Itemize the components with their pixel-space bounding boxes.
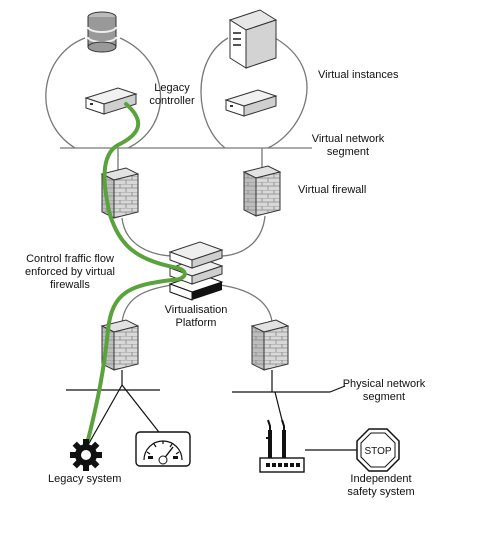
platform-to-lower-right <box>219 284 273 323</box>
virtual-instances-label: Virtual instances <box>318 69 399 81</box>
database-icon <box>87 11 117 53</box>
server-icon <box>228 9 278 69</box>
virtual-firewall-label: Virtual firewall <box>298 184 367 196</box>
stop-sign-text: STOP <box>364 446 391 457</box>
virtual-network-segment-label: Virtual network segment <box>311 133 385 158</box>
right-instance-arc-right <box>267 37 308 149</box>
physical-segment-leader <box>329 385 346 393</box>
virtualisation-platform-label: Virtualisation Platform <box>164 304 228 329</box>
control-traffic-label: Control fraffic flow enforced by virtual… <box>25 253 115 291</box>
gauge-icon <box>135 431 191 467</box>
gear-icon <box>70 439 102 471</box>
firewall-right-to-platform <box>221 215 266 257</box>
plc-icon <box>259 419 305 473</box>
left-instance-arc <box>45 37 86 149</box>
firewall-to-physical <box>271 370 283 421</box>
legacy-controller-label: Legacy controller <box>149 82 195 107</box>
platform-stack-icon <box>168 241 224 301</box>
stop-sign-icon: STOP <box>356 428 400 472</box>
firewall-to-legacy-v <box>87 370 163 446</box>
firewall-icon-upper-right <box>242 165 282 217</box>
platform-to-lower-left <box>121 284 173 323</box>
firewall-left-to-platform <box>121 217 173 257</box>
virtual-instance-controller-icon <box>224 89 278 117</box>
physical-network-segment-label: Physical network segment <box>342 378 426 403</box>
legacy-system-label: Legacy system <box>48 473 122 485</box>
left-instance-arc-right <box>119 37 162 149</box>
right-instance-arc <box>200 37 229 149</box>
control-traffic-flow-path <box>86 102 187 442</box>
firewall-icon-lower-right <box>250 319 290 371</box>
independent-safety-system-label: Independent safety system <box>347 473 415 498</box>
legacy-controller-icon <box>84 87 138 115</box>
